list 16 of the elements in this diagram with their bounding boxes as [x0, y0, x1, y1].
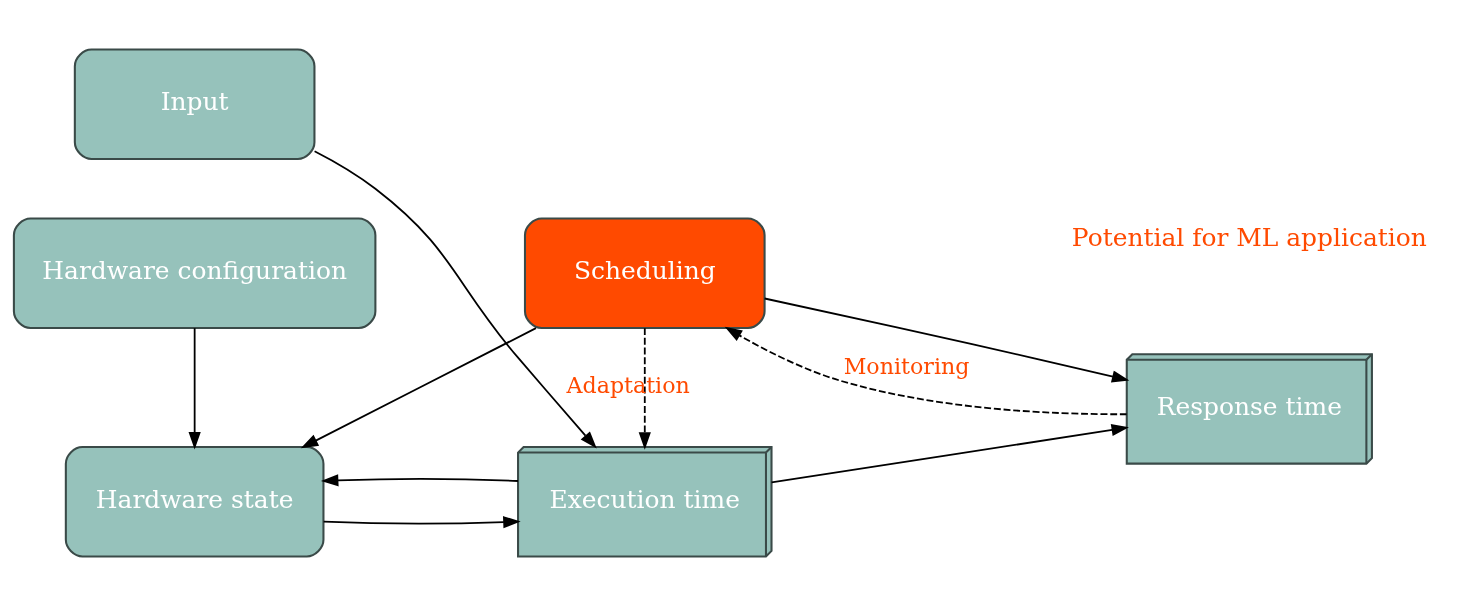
arrow — [638, 326, 651, 450]
arrow — [763, 297, 1130, 383]
node-box: Hardware configuration — [12, 216, 377, 329]
arrow — [724, 326, 1128, 415]
label: Potential for ML application — [1071, 222, 1427, 252]
arrow — [770, 423, 1129, 483]
edge-label: Adaptation — [566, 371, 690, 398]
node-box: Input — [73, 48, 316, 160]
node-box: Hardware state — [64, 445, 325, 557]
edge-label: Monitoring — [843, 352, 970, 379]
arrow — [300, 326, 537, 448]
arrow — [322, 515, 521, 528]
arrow — [313, 149, 597, 449]
arrow — [188, 326, 201, 450]
arrow — [320, 473, 519, 486]
node-box: Scheduling — [523, 216, 766, 329]
